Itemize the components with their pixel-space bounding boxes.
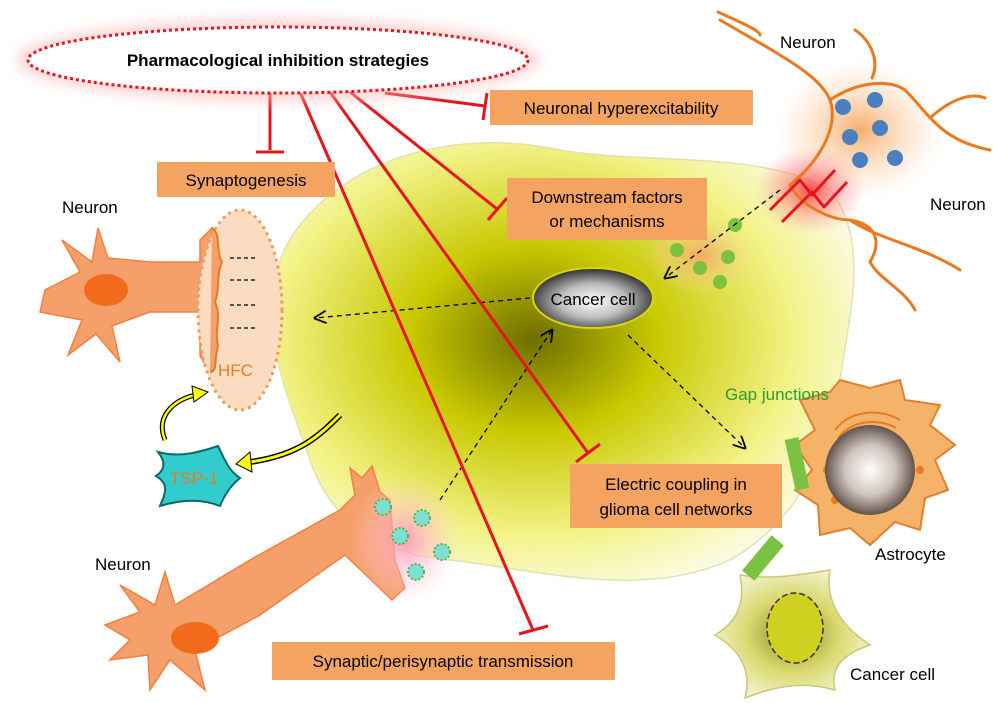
label-gap-junctions: Gap junctions	[725, 385, 829, 404]
neuron-left	[39, 226, 213, 375]
signaling-arrows	[315, 189, 781, 501]
box-synaptogenesis: Synaptogenesis	[157, 162, 335, 197]
label-tsp1: TSP-1	[170, 469, 218, 488]
strategy-title: Pharmacological inhibition strategies	[127, 51, 429, 70]
svg-text:Neuronal hyperexcitability: Neuronal hyperexcitability	[524, 99, 719, 118]
strategy-ellipse	[26, 25, 530, 95]
tsp1-shape	[154, 444, 242, 508]
synaptic-vesicles-bottom	[374, 498, 451, 581]
svg-text:Downstream factors: Downstream factors	[531, 188, 682, 207]
label-cancer-cell-center: Cancer cell	[550, 290, 635, 309]
svg-text:Electric coupling in: Electric coupling in	[605, 475, 747, 494]
astrocyte-nucleus	[825, 425, 915, 515]
label-neuron-top: Neuron	[780, 33, 836, 52]
gap-junction-1	[784, 437, 810, 491]
gap-junction-2	[742, 535, 784, 581]
hfc-region	[196, 208, 284, 412]
synaptic-clefts	[230, 257, 256, 329]
box-downstream: Downstream factors or mechanisms	[507, 178, 707, 240]
cancer-cell-center	[532, 267, 654, 329]
label-neuron-right: Neuron	[930, 195, 986, 214]
neuron-top-right	[716, 10, 992, 312]
box-electric-coupling: Electric coupling in glioma cell network…	[570, 464, 782, 528]
label-neuron-bottom: Neuron	[95, 555, 151, 574]
cancer-cell-bottom-nucleus	[766, 592, 824, 664]
synapse-glow-red	[755, 145, 865, 235]
svg-text:Synaptogenesis: Synaptogenesis	[186, 171, 307, 190]
box-neuronal-hyperexcitability: Neuronal hyperexcitability	[490, 90, 753, 125]
label-hfc: HFC	[218, 361, 253, 380]
label-astrocyte: Astrocyte	[875, 545, 946, 564]
synapse-lightning	[768, 168, 849, 224]
svg-text:or mechanisms: or mechanisms	[549, 212, 664, 231]
synaptic-vesicles-top	[835, 92, 903, 168]
neuron-left-terminal	[209, 227, 224, 373]
label-cancer-cell-bottom: Cancer cell	[850, 665, 935, 684]
box-synaptic-transmission: Synaptic/perisynaptic transmission	[272, 642, 615, 680]
inhibition-lines	[256, 85, 601, 636]
svg-text:glioma cell networks: glioma cell networks	[599, 500, 752, 519]
label-neuron-left: Neuron	[62, 198, 118, 217]
svg-text:Synaptic/perisynaptic transmis: Synaptic/perisynaptic transmission	[313, 652, 574, 671]
